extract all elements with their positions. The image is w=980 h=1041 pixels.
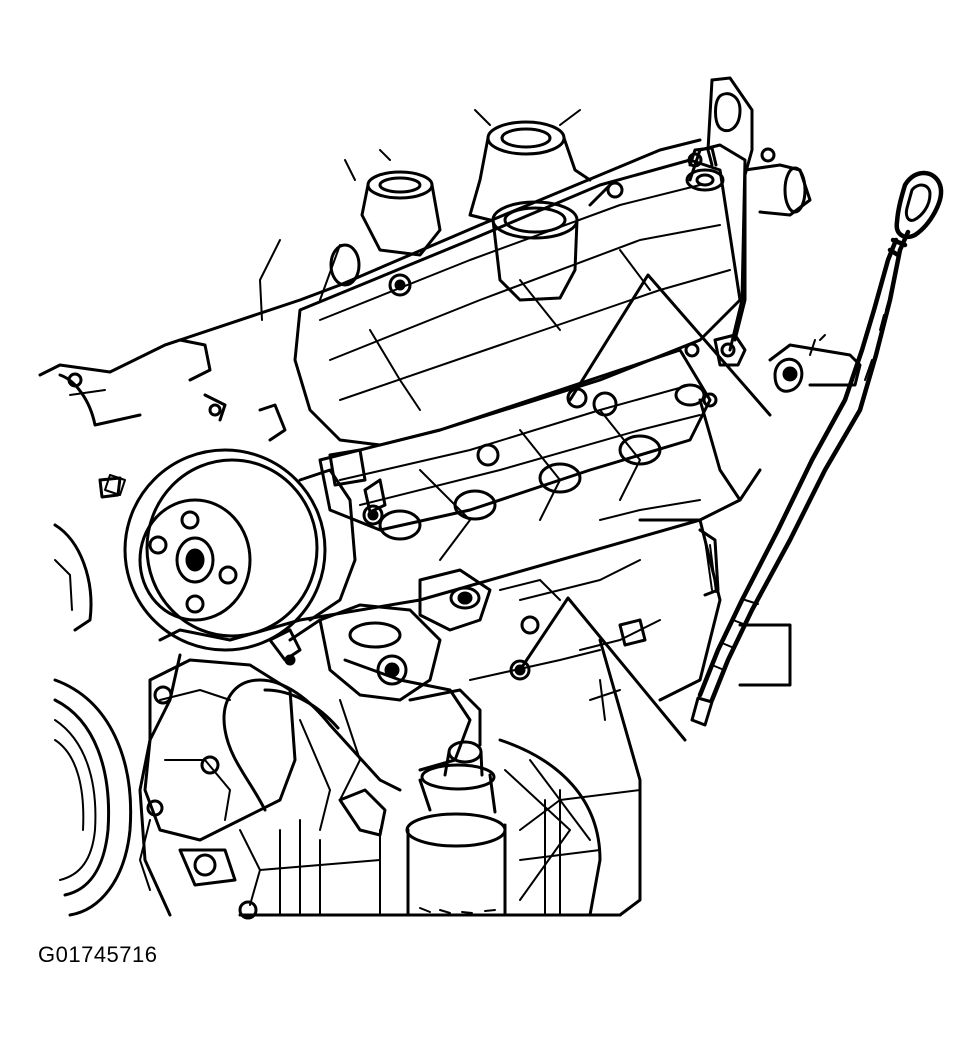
upper-housing: [259, 109, 592, 321]
sensor-wire: [222, 678, 402, 837]
oil-filler-neck: [491, 200, 579, 302]
oil-filter: [405, 688, 507, 917]
cylinder-head: [318, 342, 718, 561]
right-block-side: [618, 143, 812, 687]
figure-id: G01745716: [38, 942, 158, 967]
oil-level-indicator: [690, 170, 944, 727]
dipstick-tube-bracket: [713, 333, 862, 393]
fastener-details: [146, 403, 387, 920]
lifting-bracket: [706, 76, 754, 342]
callout-lines: [518, 273, 772, 742]
timing-cover: [58, 338, 287, 496]
oil-pan: [259, 738, 602, 917]
water-pump-pulley: [123, 448, 357, 652]
crankshaft-balancer: [53, 476, 133, 917]
